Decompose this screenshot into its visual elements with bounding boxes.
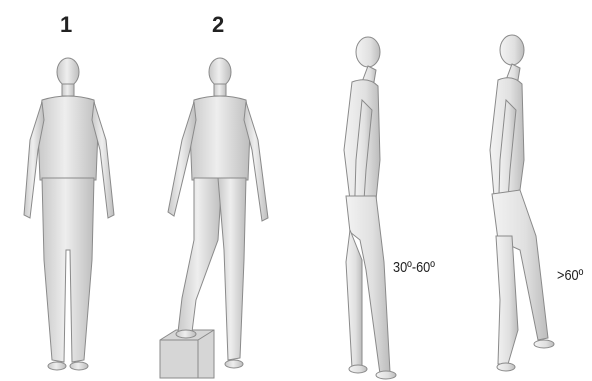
figure-2-number: 2: [212, 12, 224, 38]
angle-label-30-60: 30º-60º: [393, 259, 435, 276]
side-figure-1: [344, 37, 396, 379]
front-figure-1: [24, 58, 114, 370]
side-figure-2: [490, 35, 554, 371]
angle-label-over-60: >60º: [557, 267, 583, 284]
figure-1-number: 1: [60, 12, 72, 38]
front-figure-2: [168, 58, 268, 368]
